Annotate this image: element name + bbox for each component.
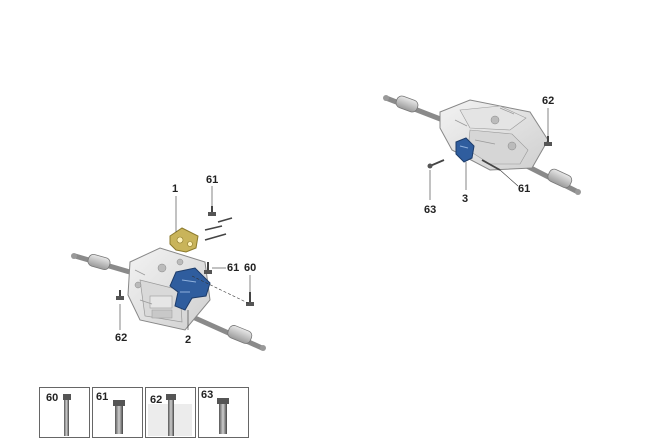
callout-61-right: 61 — [518, 183, 530, 195]
callout-2: 2 — [185, 334, 191, 346]
bolt-legend: 60 61 62 63 — [39, 387, 249, 438]
legend-number-62: 62 — [150, 394, 162, 406]
callout-60: 60 — [244, 262, 256, 274]
legend-item-63: 63 — [198, 387, 249, 438]
bolt-61-upper — [208, 206, 216, 216]
mount-bracket-1 — [169, 227, 199, 253]
callout-62-right: 62 — [542, 95, 554, 107]
legend-number-63: 63 — [201, 389, 213, 401]
callout-63: 63 — [424, 204, 436, 216]
left-assembly: 1 61 61 60 62 2 — [71, 174, 266, 351]
right-driveshaft — [192, 315, 266, 351]
legend-item-60: 60 — [39, 387, 90, 438]
legend-item-62: 62 — [145, 387, 196, 438]
gearbox-housing — [127, 247, 211, 331]
gearbox-housing-right — [439, 99, 549, 171]
bolt-62-right — [544, 136, 552, 146]
bolt-61-right — [481, 159, 501, 171]
bolt-set-bracket — [204, 217, 233, 241]
legend-item-61: 61 — [92, 387, 143, 438]
legend-number-60: 60 — [46, 392, 58, 404]
bolt-62 — [116, 290, 124, 300]
right-left-driveshaft — [383, 95, 451, 125]
callout-61-mid: 61 — [227, 262, 239, 274]
bolt-61-lower — [204, 262, 212, 274]
legend-number-61: 61 — [96, 391, 108, 403]
leader-lines-right — [429, 108, 549, 200]
mount-bracket-3 — [455, 137, 475, 163]
mount-bracket-2 — [169, 267, 211, 311]
callout-1: 1 — [172, 183, 178, 195]
callout-61-top: 61 — [206, 174, 218, 186]
bolt-63 — [427, 159, 445, 169]
callout-62: 62 — [115, 332, 127, 344]
right-assembly: 62 61 63 3 — [383, 95, 581, 216]
leader-lines-left — [119, 186, 251, 330]
callout-3: 3 — [462, 193, 468, 205]
bolt-60 — [246, 292, 254, 306]
